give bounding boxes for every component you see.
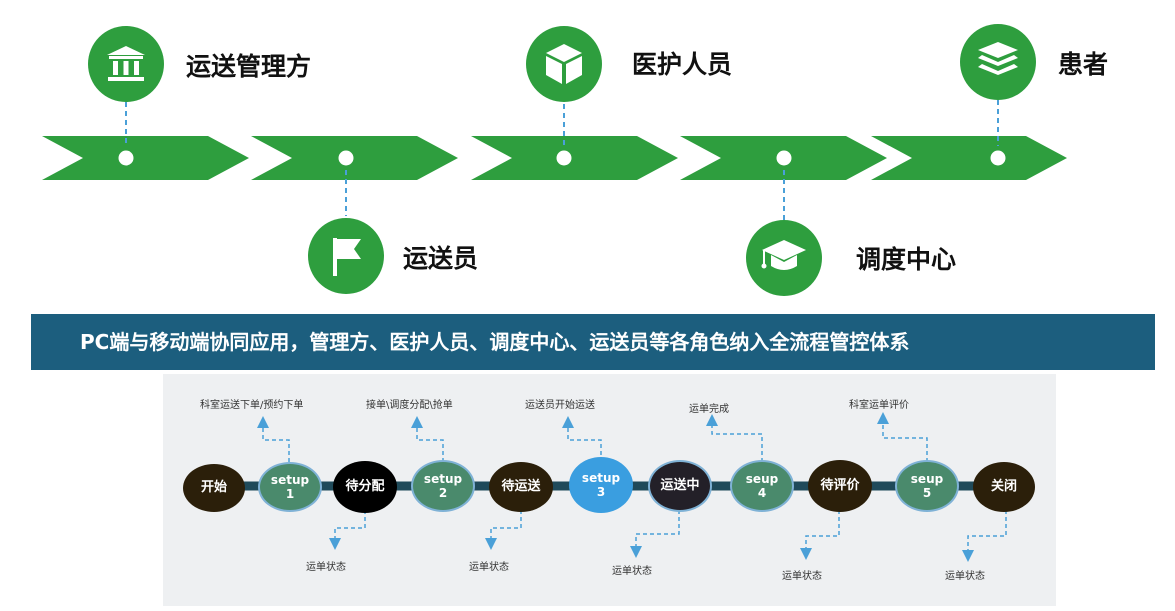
patient-circle xyxy=(960,24,1036,100)
management-circle xyxy=(88,26,164,102)
bank-icon xyxy=(107,46,145,81)
arrow-up-4 xyxy=(706,414,763,462)
arrow-down-5 xyxy=(962,510,1007,562)
arrow-up-2 xyxy=(411,416,444,462)
node-pending-transport: 待运送 xyxy=(489,462,553,512)
arrow-down-4 xyxy=(800,510,840,560)
node-start: 开始 xyxy=(183,464,245,512)
role-dispatch-label: 调度中心 xyxy=(856,245,957,274)
node-pending-assign: 待分配 xyxy=(333,461,397,513)
summary-banner: PC端与移动端协同应用，管理方、医护人员、调度中心、运送员等各角色纳入全流程管控… xyxy=(31,314,1155,370)
arrow-up-5 xyxy=(877,412,928,462)
graduation-cap-icon xyxy=(761,240,806,270)
role-patient-label: 患者 xyxy=(1058,50,1109,79)
node-step-4: seup 4 xyxy=(730,460,794,512)
note-top-5: 科室运单评价 xyxy=(849,400,909,411)
layers-icon xyxy=(978,42,1018,75)
chevron-1 xyxy=(42,136,249,180)
arrow-down-2 xyxy=(485,510,522,550)
role-medical-label: 医护人员 xyxy=(632,50,733,79)
node-in-transport: 运送中 xyxy=(648,460,712,512)
arrow-up-3 xyxy=(562,416,602,462)
node-step-2: setup 2 xyxy=(411,460,475,512)
process-chevron-band xyxy=(42,100,1067,220)
node-close: 关闭 xyxy=(973,462,1035,512)
workflow-panel: 开始 setup 1 待分配 setup 2 待运送 setup 3 运送中 s… xyxy=(163,374,1056,606)
timeline-marker-3 xyxy=(551,145,577,171)
note-bottom-4: 运单状态 xyxy=(782,571,822,582)
note-bottom-1: 运单状态 xyxy=(306,562,346,573)
chevron-5 xyxy=(871,136,1067,180)
note-top-3: 运送员开始运送 xyxy=(525,400,595,411)
flag-icon xyxy=(333,238,361,276)
node-step-5: seup 5 xyxy=(895,460,959,512)
node-step-1: setup 1 xyxy=(258,462,322,512)
cube-icon xyxy=(546,44,582,84)
note-top-1: 科室运送下单/预约下单 xyxy=(200,400,304,411)
timeline-marker-5 xyxy=(985,145,1011,171)
role-management-label: 运送管理方 xyxy=(186,52,312,81)
note-bottom-2: 运单状态 xyxy=(469,562,509,573)
node-step-3: setup 3 xyxy=(569,457,633,513)
arrow-down-1 xyxy=(329,510,366,550)
transporter-circle xyxy=(308,218,384,294)
note-top-2: 接单\调度分配\抢单 xyxy=(366,400,453,411)
timeline-marker-4 xyxy=(771,145,797,171)
note-bottom-3: 运单状态 xyxy=(612,566,652,577)
arrow-down-3 xyxy=(630,510,680,558)
timeline-marker-1 xyxy=(113,145,139,171)
timeline-marker-2 xyxy=(333,145,359,171)
arrow-up-1 xyxy=(257,416,290,462)
role-transporter-label: 运送员 xyxy=(403,244,479,273)
node-pending-review: 待评价 xyxy=(808,460,872,512)
medical-circle xyxy=(526,26,602,102)
dispatch-circle xyxy=(746,220,822,296)
note-bottom-5: 运单状态 xyxy=(945,571,985,582)
note-top-4: 运单完成 xyxy=(689,404,729,415)
